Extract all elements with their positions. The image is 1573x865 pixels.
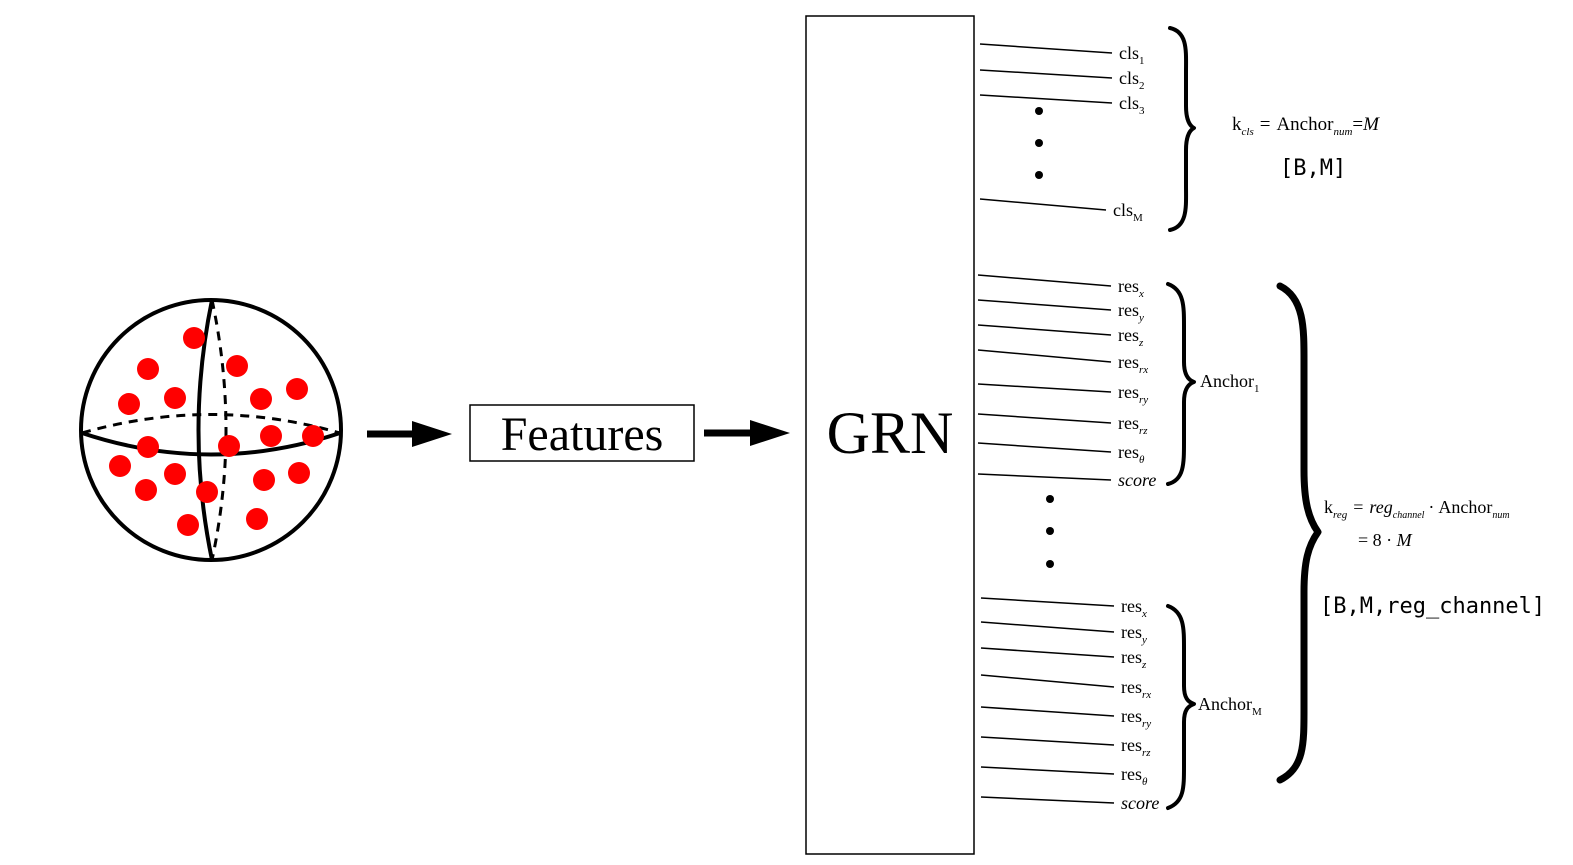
cls-output-2-label: cls2 — [1119, 68, 1145, 92]
anchor-m-output-3-connector — [980, 647, 1115, 658]
point — [253, 469, 275, 491]
cls-brace — [1168, 26, 1196, 232]
features-label: Features — [501, 408, 664, 461]
point — [302, 425, 324, 447]
point — [137, 436, 159, 458]
point — [196, 481, 218, 503]
anchor-1-output-3-connector — [977, 324, 1112, 336]
svg-text:kcls=Anchornum=M: kcls=Anchornum=M — [1232, 114, 1380, 138]
point — [177, 514, 199, 536]
anchor-m-label: AnchorM — [1198, 694, 1262, 718]
anchor-m-output-7-label: resθ — [1121, 764, 1148, 788]
anchor-1-brace — [1166, 282, 1196, 486]
anchor-m-output-4-connector — [980, 674, 1115, 688]
point — [250, 388, 272, 410]
point — [137, 358, 159, 380]
anchor-m-output-8-connector — [980, 796, 1115, 804]
anchor-1-output-2-label: resy — [1118, 300, 1144, 324]
anchor-1-output-4-label: resrx — [1118, 352, 1148, 376]
point — [226, 355, 248, 377]
anchor-m-output-1-label: resx — [1121, 596, 1147, 620]
anchor-m-output-1-connector — [980, 597, 1115, 607]
anchor-1-output-7-label: resθ — [1118, 442, 1145, 466]
cls-output-1-connector — [979, 43, 1113, 54]
anchor-m-output-2-label: resy — [1121, 622, 1147, 646]
point — [288, 462, 310, 484]
anchor-1-output-2-connector — [977, 299, 1112, 311]
point — [109, 455, 131, 477]
point — [164, 387, 186, 409]
regression-brace — [1276, 282, 1322, 784]
point — [286, 378, 308, 400]
anchor-m-output-5-connector — [980, 706, 1115, 717]
cls-output-2-connector — [979, 69, 1113, 79]
point-cloud-sphere-icon — [79, 298, 343, 562]
anchor-1-output-6-connector — [977, 413, 1112, 424]
anchor-1-output-5-connector — [977, 383, 1112, 393]
anchor-m-output-5-label: resry — [1121, 706, 1151, 730]
anchor-1-output-5-label: resry — [1118, 382, 1148, 406]
k-cls-formula: kcls=Anchornum=M [B,M] — [1232, 114, 1380, 181]
point — [135, 479, 157, 501]
anchor-1-output-7-connector — [977, 442, 1112, 453]
anchor-m-output-7-connector — [980, 766, 1115, 775]
arrow-to-grn — [704, 420, 790, 446]
anchor-1-output-8-connector — [977, 473, 1112, 481]
anchor-1-output-3-label: resz — [1118, 325, 1144, 349]
point — [246, 508, 268, 530]
point — [164, 463, 186, 485]
arrow-to-features — [367, 421, 452, 447]
grn-label: GRN — [827, 400, 954, 466]
anchor-1-output-4-connector — [977, 349, 1112, 363]
k-cls-shape: [B,M] — [1280, 156, 1346, 181]
cls-output-3-label: cls3 — [1119, 93, 1145, 117]
anchor-1-output-8-label: score — [1118, 470, 1156, 490]
point-cloud-points — [109, 327, 324, 536]
anchor-1-label: Anchor1 — [1200, 371, 1259, 395]
cls-ellipsis — [1035, 107, 1043, 179]
anchor-1-output-6-label: resrz — [1118, 413, 1148, 437]
anchor-m-output-6-label: resrz — [1121, 735, 1151, 759]
anchor-1-output-1-connector — [977, 274, 1112, 287]
anchor-m-brace — [1166, 604, 1196, 810]
point — [218, 435, 240, 457]
anchor-m-output-2-connector — [980, 621, 1115, 633]
cls-output-4-label: clsM — [1113, 200, 1143, 224]
point — [183, 327, 205, 349]
svg-text:kreg=regchannel·Anchornum: kreg=regchannel·Anchornum — [1324, 497, 1510, 521]
svg-text:= 8 · M: = 8 · M — [1358, 530, 1413, 550]
k-reg-shape: [B,M,reg_channel] — [1320, 594, 1545, 619]
k-reg-formula: kreg=regchannel·Anchornum = 8 · M [B,M,r… — [1320, 497, 1545, 619]
cls-output-1-label: cls1 — [1119, 43, 1145, 67]
anchor-m-output-3-label: resz — [1121, 647, 1147, 671]
anchor-m-output-4-label: resrx — [1121, 677, 1151, 701]
features-box: Features — [469, 404, 695, 462]
anchor-1-output-1-label: resx — [1118, 276, 1144, 300]
point — [118, 393, 140, 415]
grn-box: GRN — [805, 15, 975, 855]
point — [260, 425, 282, 447]
anchor-m-output-8-label: score — [1121, 793, 1159, 813]
anchor-ellipsis — [1046, 495, 1054, 568]
cls-output-4-connector — [979, 198, 1107, 211]
cls-output-3-connector — [979, 94, 1113, 104]
anchor-m-output-6-connector — [980, 736, 1115, 746]
